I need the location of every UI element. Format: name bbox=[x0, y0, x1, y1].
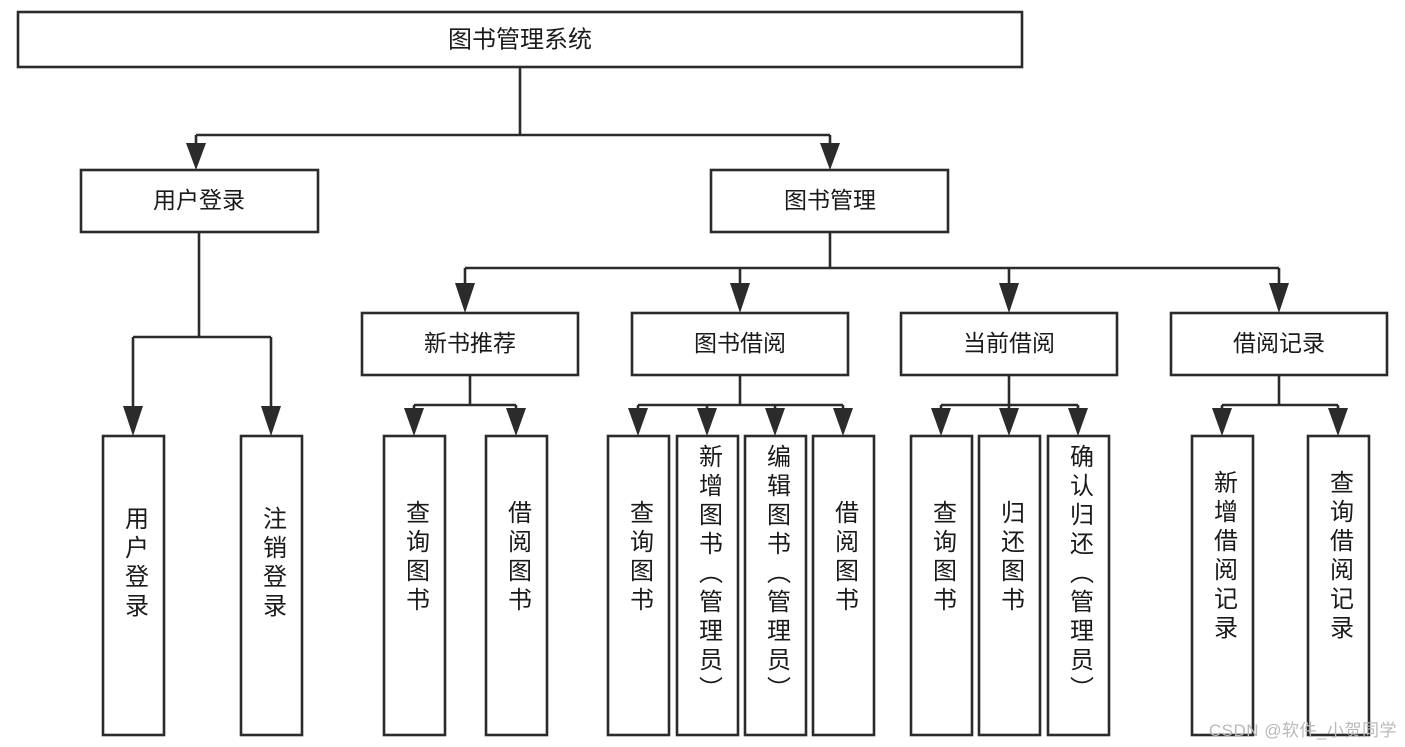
leaf-box-confirm-return[interactable] bbox=[1046, 434, 1111, 737]
arrow-head-leaf-borrow-book-b bbox=[833, 408, 853, 436]
connector-group-book-borrow-to-leaves bbox=[628, 375, 853, 436]
arrow-head-leaf-add-borrow-record bbox=[1212, 408, 1232, 436]
connector-group-root-to-level2 bbox=[186, 67, 840, 170]
leaf-box-query-borrow-record[interactable] bbox=[1306, 434, 1371, 737]
arrow-head-book-management bbox=[820, 143, 840, 170]
leaf-box-borrow-book-b[interactable] bbox=[811, 434, 876, 737]
leaf-box-logout[interactable] bbox=[239, 434, 304, 737]
leaf-box-borrow-book-a[interactable] bbox=[484, 434, 549, 737]
node-new-book-recommend[interactable]: 新书推荐 bbox=[360, 311, 580, 377]
node-user-login-label: 用户登录 bbox=[153, 187, 245, 213]
arrow-head-borrow-record bbox=[1269, 283, 1289, 313]
arrow-head-book-borrow bbox=[730, 283, 750, 313]
node-book-borrow[interactable]: 图书借阅 bbox=[630, 311, 850, 377]
arrow-head-current-borrow bbox=[999, 283, 1019, 313]
leaf-box-query-book-a[interactable] bbox=[382, 434, 447, 737]
node-borrow-record[interactable]: 借阅记录 bbox=[1169, 311, 1389, 377]
node-book-management-box[interactable] bbox=[709, 168, 950, 234]
node-current-borrow-label: 当前借阅 bbox=[963, 330, 1055, 356]
node-user-login-box[interactable] bbox=[79, 168, 320, 234]
leaf-boxes-book-borrow bbox=[606, 434, 876, 737]
node-root-label: 图书管理系统 bbox=[448, 26, 592, 53]
leaf-boxes-user-login bbox=[101, 434, 304, 737]
leaf-boxes-new-book-recommend bbox=[382, 434, 549, 737]
connector-group-book-management-to-level3 bbox=[455, 232, 1289, 313]
leaf-box-return-book[interactable] bbox=[977, 434, 1042, 737]
node-new-book-recommend-box[interactable] bbox=[360, 311, 580, 377]
connector-group-borrow-record-to-leaves bbox=[1212, 375, 1348, 436]
arrow-head-leaf-borrow-book-a bbox=[506, 408, 526, 436]
leaf-box-add-book[interactable] bbox=[675, 434, 740, 737]
leaf-boxes-current-borrow bbox=[909, 434, 1111, 737]
arrow-head-leaf-user-login bbox=[123, 406, 143, 436]
arrow-head-leaf-return-book bbox=[999, 408, 1019, 436]
node-book-management[interactable]: 图书管理 bbox=[709, 168, 950, 234]
leaf-box-edit-book[interactable] bbox=[743, 434, 808, 737]
node-root-box[interactable] bbox=[16, 10, 1024, 69]
watermark-text: CSDN @软件_小贺同学 bbox=[1208, 721, 1397, 740]
arrow-head-leaf-add-book bbox=[697, 408, 717, 436]
node-book-management-label: 图书管理 bbox=[784, 187, 876, 213]
arrow-head-user-login bbox=[186, 143, 206, 170]
node-book-borrow-box[interactable] bbox=[630, 311, 850, 377]
arrow-head-leaf-query-book-b bbox=[628, 408, 648, 436]
node-borrow-record-label: 借阅记录 bbox=[1233, 330, 1325, 356]
arrow-head-leaf-query-borrow-record bbox=[1328, 408, 1348, 436]
leaf-box-query-book-b[interactable] bbox=[606, 434, 671, 737]
node-book-borrow-label: 图书借阅 bbox=[694, 330, 786, 356]
connector-group-user-login-to-leaves bbox=[123, 232, 281, 436]
connector-group-new-book-recommend-to-leaves bbox=[404, 375, 526, 436]
arrow-head-leaf-confirm-return bbox=[1068, 408, 1088, 436]
node-root[interactable]: 图书管理系统 bbox=[16, 10, 1024, 69]
node-current-borrow[interactable]: 当前借阅 bbox=[899, 311, 1119, 377]
leaf-box-add-borrow-record[interactable] bbox=[1190, 434, 1255, 737]
arrow-head-leaf-query-book-a bbox=[404, 408, 424, 436]
arrow-head-new-book-recommend bbox=[455, 283, 475, 313]
leaf-box-query-book-c[interactable] bbox=[909, 434, 974, 737]
leaf-box-user-login[interactable] bbox=[101, 434, 166, 737]
arrow-head-leaf-logout bbox=[261, 406, 281, 436]
connector-group-current-borrow-to-leaves bbox=[931, 375, 1088, 436]
arrow-head-leaf-query-book-c bbox=[931, 408, 951, 436]
node-user-login[interactable]: 用户登录 bbox=[79, 168, 320, 234]
leaf-boxes-borrow-record bbox=[1190, 434, 1371, 737]
arrow-head-leaf-edit-book bbox=[765, 408, 785, 436]
node-new-book-recommend-label: 新书推荐 bbox=[424, 330, 516, 356]
node-borrow-record-box[interactable] bbox=[1169, 311, 1389, 377]
node-current-borrow-box[interactable] bbox=[899, 311, 1119, 377]
